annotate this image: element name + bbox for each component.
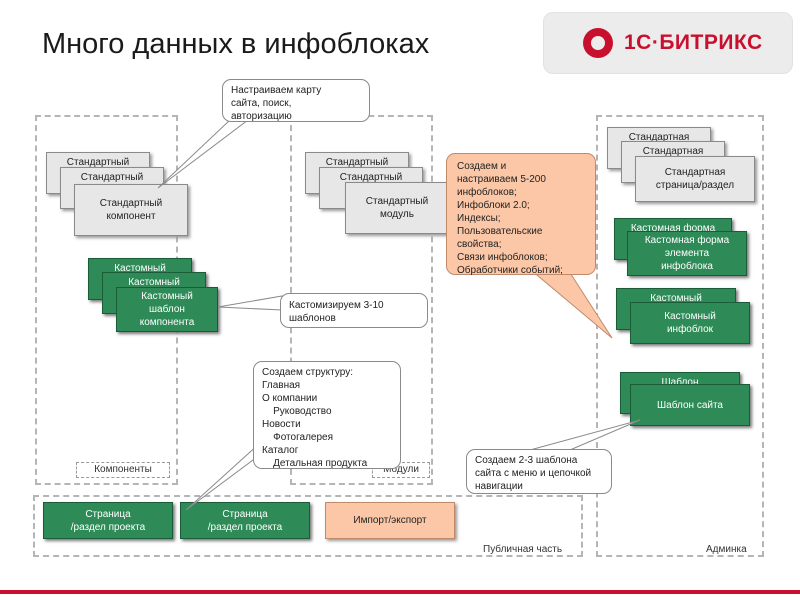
- templates-callout: Кастомизируем 3-10 шаблонов: [280, 293, 428, 328]
- standard-module-card: Стандартный модуль: [345, 182, 449, 234]
- logo-text: 1С·БИТРИКС: [624, 31, 763, 54]
- admin-region: [596, 115, 764, 557]
- custom-iblock-card: Кастомный инфоблок: [630, 302, 750, 344]
- public-region: [33, 495, 583, 557]
- standard-page-card: Стандартная страница/раздел: [635, 156, 755, 202]
- custom-form-card: Кастомная форма элемента инфоблока: [627, 231, 747, 276]
- site-templates-callout: Создаем 2-3 шаблона сайта с меню и цепоч…: [466, 449, 612, 494]
- sitemap-callout: Настраиваем карту сайта, поиск, авториза…: [222, 79, 370, 122]
- bitrix-logo-icon: [583, 28, 613, 58]
- standard-component-card: Стандартный компонент: [74, 184, 188, 236]
- footer-red-line: [0, 590, 800, 594]
- iblocks-callout: Создаем и настраиваем 5-200 инфоблоков; …: [446, 153, 596, 276]
- project-page-card-2: Страница /раздел проекта: [180, 502, 310, 539]
- structure-callout: Создаем структуру: Главная О компании Ру…: [253, 361, 401, 469]
- page-title: Много данных в инфоблоках: [42, 28, 430, 60]
- project-page-card-1: Страница /раздел проекта: [43, 502, 173, 539]
- public-part-label: Публичная часть: [483, 544, 563, 555]
- import-export-card: Импорт/экспорт: [325, 502, 455, 539]
- custom-template-card: Кастомный шаблон компонента: [116, 287, 218, 332]
- components-label: Компоненты: [76, 462, 170, 478]
- admin-label: Админка: [706, 544, 747, 555]
- site-template-card: Шаблон сайта: [630, 384, 750, 426]
